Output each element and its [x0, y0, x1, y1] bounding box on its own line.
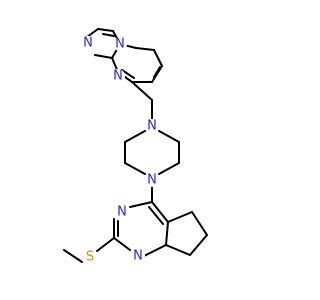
atom-nitrogen: N — [113, 69, 123, 84]
bond — [102, 33, 115, 37]
bond — [97, 28, 114, 32]
bond — [94, 54, 113, 59]
bond — [165, 244, 191, 256]
bond — [129, 201, 153, 208]
bond — [113, 237, 131, 251]
molecule-structure: N N N N N N N S — [63, 28, 208, 265]
bond — [86, 28, 99, 38]
bond — [167, 211, 193, 223]
bond — [189, 234, 208, 256]
atom-nitrogen: N — [147, 173, 157, 188]
atom-nitrogen: N — [147, 119, 157, 134]
bond — [165, 221, 169, 246]
bond — [131, 81, 153, 101]
bond — [96, 237, 115, 252]
atom-sulfur: S — [86, 250, 94, 265]
bond — [135, 47, 155, 51]
atom-nitrogen: N — [83, 36, 93, 51]
cyclopenta-pyrimidine-group — [63, 201, 208, 263]
bond — [148, 206, 164, 225]
bond — [151, 65, 163, 83]
piperazine-ring — [124, 130, 180, 175]
bond — [151, 201, 169, 223]
atom-nitrogen: N — [115, 37, 125, 52]
bond — [153, 49, 163, 67]
bond — [153, 66, 161, 78]
bond — [63, 249, 83, 263]
bond — [158, 162, 180, 175]
bond — [158, 130, 180, 143]
bond — [143, 244, 167, 257]
atom-nitrogen: N — [117, 205, 127, 220]
atom-nitrogen: N — [133, 249, 143, 264]
bond — [124, 162, 146, 175]
atom-labels: N N N N N N N S — [81, 36, 159, 265]
bond — [121, 69, 135, 79]
bond — [124, 130, 146, 143]
bond — [191, 211, 208, 236]
